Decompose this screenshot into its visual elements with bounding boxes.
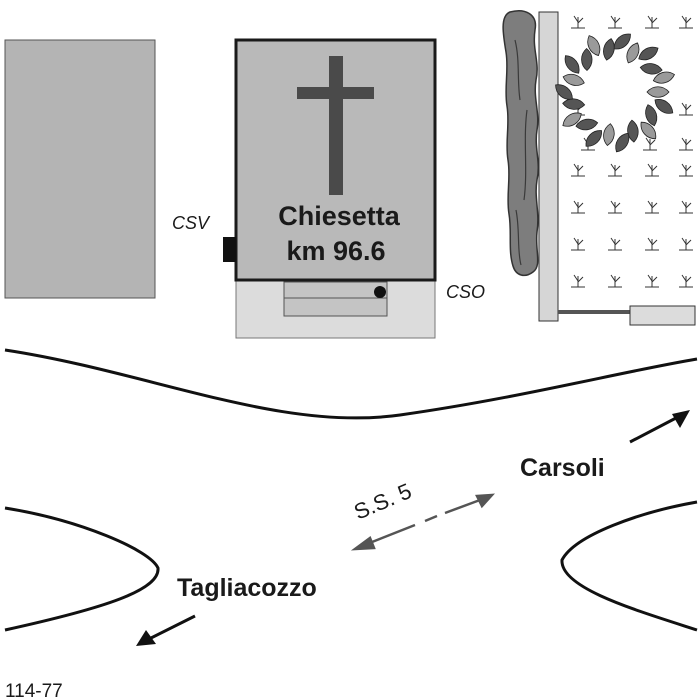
leaf-icon	[564, 55, 580, 74]
leaf-icon	[646, 86, 670, 98]
leaf-icon	[585, 130, 602, 147]
leaf-icon	[587, 35, 601, 57]
reference-code: 114-77	[5, 681, 63, 700]
leaf-ring-icon	[555, 33, 675, 153]
vegetation-tuft-icon	[608, 200, 622, 214]
vegetation-tuft-icon	[679, 274, 693, 288]
destination-tagliacozzo: Tagliacozzo	[177, 574, 317, 602]
leaf-icon	[639, 63, 663, 75]
leaf-icon	[575, 118, 599, 131]
destination-carsoli: Carsoli	[520, 454, 605, 482]
church-title: Chiesetta	[278, 201, 401, 231]
vegetation-tuft-icon	[679, 237, 693, 251]
leaf-icon	[581, 47, 593, 72]
left-building	[4, 39, 156, 299]
leaf-icon	[652, 71, 675, 84]
vegetation-tuft-icon	[571, 237, 585, 251]
vegetation-tuft-icon	[608, 274, 622, 288]
vegetation-tuft-icon	[571, 163, 585, 177]
vegetation-tuft-icon	[645, 200, 659, 214]
vegetation-tuft-icon	[608, 15, 622, 29]
csv-marker	[223, 237, 236, 262]
leaf-icon	[613, 33, 631, 50]
vegetation-tuft-icon	[608, 237, 622, 251]
road-direction-arrow	[350, 493, 496, 551]
vegetation-tuft-icon	[679, 15, 693, 29]
church-step-lower	[283, 297, 388, 317]
road-edge-southeast	[560, 500, 698, 632]
cso-label: CSO	[446, 282, 485, 302]
vegetation-tuft-icon	[679, 102, 693, 116]
vegetation-tuft-icon	[679, 163, 693, 177]
leaf-icon	[640, 121, 657, 140]
arrow-icon-carsoli	[629, 410, 690, 444]
vegetation-tuft-icon	[571, 274, 585, 288]
leaf-icon	[603, 38, 615, 61]
vegetation-tuft-icon	[679, 137, 693, 151]
vegetation-tuft-icon	[645, 163, 659, 177]
vegetation-tuft-icon	[645, 274, 659, 288]
leaf-icon	[645, 104, 658, 127]
hedge	[502, 10, 540, 277]
vegetation-tuft-icon	[571, 200, 585, 214]
csv-label: CSV	[172, 213, 211, 233]
vegetation-tuft-icon	[571, 15, 585, 29]
wall	[538, 11, 559, 322]
road-edge-north	[4, 348, 698, 420]
hedge-texture	[514, 39, 528, 266]
vegetation-tuft-icon	[645, 237, 659, 251]
vegetation-tuft-icon	[645, 15, 659, 29]
leaf-icon	[654, 99, 674, 114]
vegetation-tuft-icon	[643, 137, 657, 151]
ground-plate	[629, 305, 696, 326]
church-step-upper	[283, 281, 388, 299]
leaf-icon	[562, 98, 586, 110]
vegetation-tuft-icon	[608, 163, 622, 177]
leaf-icon	[555, 84, 573, 100]
road-name: S.S. 5	[350, 478, 415, 524]
leaf-icon	[562, 73, 585, 86]
cso-marker	[374, 286, 386, 298]
leaf-icon	[626, 42, 640, 64]
cross-icon	[297, 56, 374, 195]
arrow-icon-tagliacozzo	[136, 614, 196, 646]
leaf-icon	[638, 46, 659, 61]
road-edge-southwest	[4, 506, 160, 632]
leaf-icon	[615, 132, 630, 153]
vegetation-tuft-icon	[679, 200, 693, 214]
leaf-icon	[603, 123, 615, 147]
church-km-label: km 96.6	[286, 236, 385, 266]
leaf-icon	[562, 112, 582, 127]
